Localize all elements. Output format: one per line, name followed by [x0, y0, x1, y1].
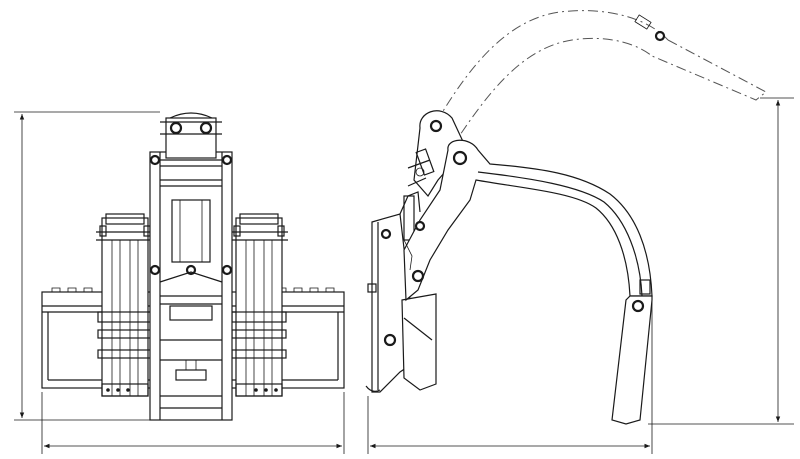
- side-view: [365, 10, 767, 425]
- side-width-dimension: [367, 300, 653, 454]
- front-left-claw: [96, 213, 153, 397]
- side-lift-arm: [413, 110, 467, 198]
- side-lower-bracket: [401, 293, 437, 391]
- front-height-dimension: [14, 111, 160, 421]
- front-right-claw: [231, 213, 288, 397]
- front-width-dimension: [41, 392, 345, 454]
- side-tine: [611, 279, 653, 425]
- front-center-frame: [149, 112, 233, 421]
- side-height-dimension: [648, 97, 794, 425]
- side-hydraulics: [403, 159, 431, 271]
- front-view: [41, 112, 345, 421]
- phantom-arm: [425, 10, 767, 151]
